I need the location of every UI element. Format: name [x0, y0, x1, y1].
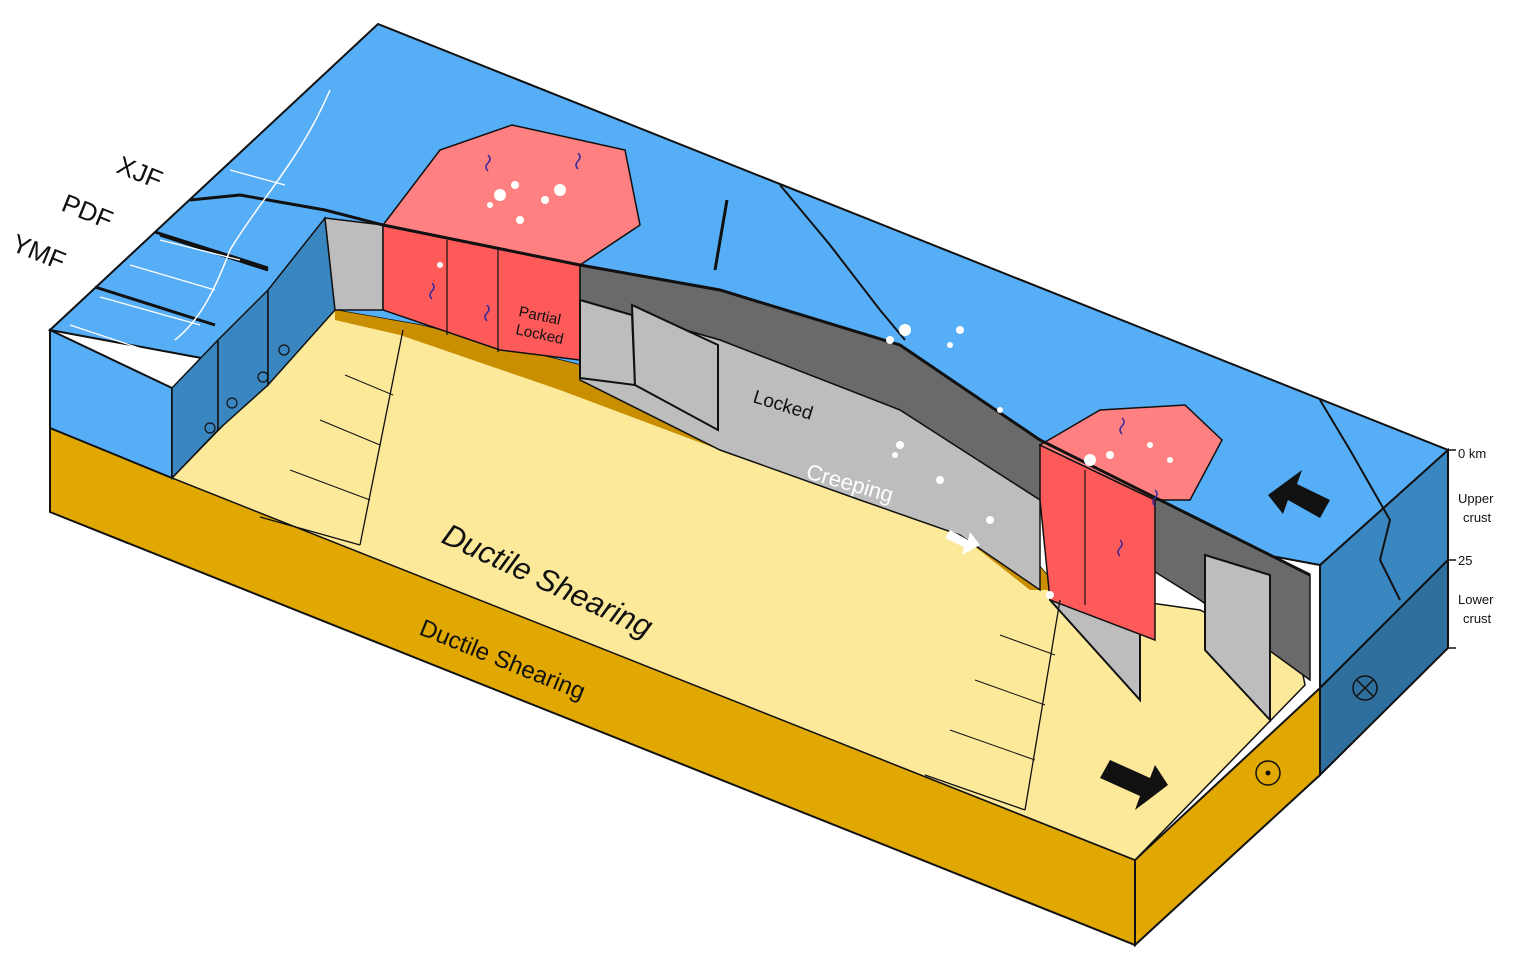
ductile-arrow-r2 [974, 679, 1046, 706]
velocity-arrow-2 [99, 296, 201, 326]
fault-line-pdf [159, 233, 269, 272]
ductile-profile-right-base [924, 774, 1026, 811]
ductile-profile-right [1024, 599, 1061, 811]
fault-label-ymf: YMF [8, 228, 70, 276]
seismicity-cluster-icon [437, 181, 1173, 599]
ductile-arrow-l3 [344, 374, 394, 396]
depth-label-mid: 25 [1458, 553, 1472, 568]
out-of-page-icon-small [204, 371, 269, 434]
velocity-arrow-5 [229, 169, 286, 186]
into-page-icon [1352, 675, 1378, 701]
fault-slab-2 [630, 303, 719, 432]
fault-trace-short [713, 199, 729, 271]
fault-label-xjf: XJF [113, 150, 167, 195]
arrow-left-icon [1268, 470, 1330, 518]
velocity-profile-curve [174, 89, 331, 341]
depth-label-upper-2: crust [1463, 510, 1492, 525]
out-of-page-icon [1255, 760, 1281, 786]
ductile-profile-left-base [259, 516, 361, 546]
creep-arrow-icon [945, 530, 980, 555]
fault-trace-secondary [779, 184, 906, 341]
fault-slab-1 [579, 298, 637, 387]
ductile-arrow-r3 [999, 634, 1056, 656]
depth-label-lower-1: Lower [1458, 592, 1494, 607]
fault-trace-right [1319, 399, 1401, 601]
depth-label-top: 0 km [1458, 446, 1486, 461]
ductile-arrow-l1 [289, 469, 371, 501]
velocity-arrow-1 [69, 324, 161, 356]
fault-trace-main [189, 193, 1311, 577]
seismic-patch-right [1038, 404, 1223, 501]
ductile-profile-left [359, 329, 404, 546]
ductile-arrow-l2 [319, 419, 381, 446]
depth-label-lower-2: crust [1463, 611, 1492, 626]
depth-label-upper-1: Upper [1458, 491, 1494, 506]
velocity-arrow-3 [129, 264, 216, 291]
arrow-right-icon [1100, 760, 1168, 810]
fault-slab-4 [1204, 553, 1271, 723]
ductile-arrow-r1 [949, 729, 1036, 761]
wavy-arrow-icon [429, 152, 1158, 557]
locked-wall-left [324, 217, 384, 311]
into-page-icon-small [226, 344, 290, 409]
velocity-arrow-4 [159, 239, 241, 261]
fault-label-pdf: PDF [58, 188, 117, 235]
